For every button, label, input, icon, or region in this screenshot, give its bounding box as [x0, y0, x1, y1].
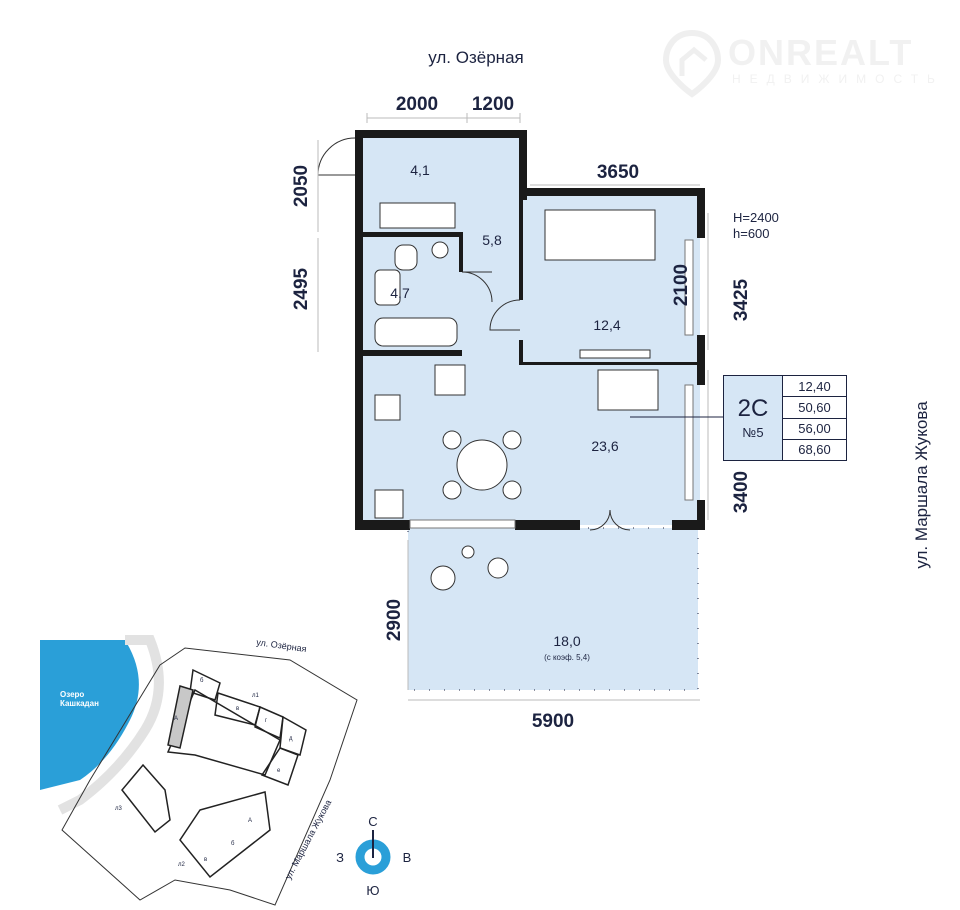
site-plan: Озеро Кашкадан ул. Озёрная ул. Маршала Ж… [40, 635, 358, 906]
washer-icon [431, 241, 449, 259]
toilet-icon [394, 244, 418, 271]
site-label: А [248, 818, 252, 824]
area-terrace: 18,0 [553, 633, 580, 649]
compass-south: Ю [366, 883, 379, 898]
area-living-total: 12,40 [783, 376, 846, 398]
bedroom-window [684, 239, 694, 336]
window-height: H=2400 [733, 210, 779, 225]
dining-table [456, 439, 508, 491]
area-corridor: 5,8 [482, 232, 502, 248]
windows [409, 239, 694, 529]
compass-east: В [403, 850, 412, 865]
bed-icon [544, 209, 656, 261]
terrace-window [409, 519, 516, 529]
fridge-icon [374, 489, 404, 519]
apartment-type: 2С [737, 394, 769, 422]
logo-brand: ONREALT [728, 32, 914, 73]
site-label: г [265, 718, 268, 724]
apartment-number: №5 [742, 424, 764, 440]
site-label: л2 [178, 862, 186, 868]
lake [40, 640, 139, 790]
dim-terrace-side: 2900 [384, 599, 405, 641]
living-window [684, 384, 694, 501]
window-sill-height: h=600 [733, 226, 770, 241]
site-label: д [289, 736, 293, 742]
area-living: 23,6 [591, 438, 618, 454]
highlighted-section [167, 685, 194, 749]
terrace-chair [430, 565, 456, 591]
walls [355, 130, 705, 530]
area-bedroom: 12,4 [593, 317, 620, 333]
room-fills [362, 138, 700, 690]
site-label: л3 [115, 806, 123, 812]
dim-bedroom-inner: 2100 [671, 264, 692, 306]
street-top: ул. Озёрная [428, 48, 523, 67]
entrance-door [317, 137, 356, 176]
bathtub-icon [374, 317, 458, 347]
logo-subtitle: НЕДВИЖИМОСТЬ [732, 72, 944, 86]
lake-name-1: Озеро [60, 690, 84, 699]
dim-terrace-bottom: 5900 [532, 711, 574, 732]
site-label: А [174, 716, 178, 722]
logo-pin-icon [662, 29, 722, 98]
area-hall: 4,1 [410, 162, 430, 178]
compass: С З В Ю [336, 814, 411, 898]
tv-stand [579, 349, 651, 359]
dim-top-left: 2000 [396, 94, 438, 115]
site-boundary [61, 647, 358, 906]
site-label: б [231, 841, 235, 847]
site-label: б [200, 678, 204, 684]
area-total: 56,00 [783, 419, 846, 440]
dim-left-lower: 2495 [291, 267, 312, 310]
site-label: в [204, 857, 207, 863]
terrace-coef: (с коэф. 5,4) [544, 653, 590, 662]
dim-right-lower: 3400 [731, 471, 752, 513]
street-right: ул. Маршала Жукова [912, 401, 931, 569]
site-street-top: ул. Озёрная [256, 637, 308, 654]
lake-name-2: Кашкадан [60, 699, 99, 708]
dim-bedroom-top: 3650 [597, 162, 639, 183]
area-total-with-terrace: 68,60 [798, 442, 831, 458]
compass-west: З [336, 850, 344, 865]
dim-right-upper: 3425 [731, 278, 752, 321]
dim-top-right: 1200 [472, 94, 514, 115]
area-net-total: 50,60 [783, 397, 846, 419]
site-street-right: ул. Маршала Жукова [283, 798, 333, 881]
furniture [374, 202, 659, 591]
stove-icon [434, 364, 466, 396]
area-bathroom: 4,7 [390, 285, 410, 301]
site-label: е [277, 768, 281, 774]
sink-icon [374, 269, 401, 306]
site-label: л1 [252, 693, 260, 699]
site-label: в [236, 706, 239, 712]
terrace-fill [408, 528, 698, 690]
apartment-info-box: 2С №5 12,40 50,60 56,00 68,60 [723, 375, 847, 461]
dim-left-upper: 2050 [291, 165, 312, 207]
compass-north: С [368, 814, 377, 829]
terrace-door [589, 509, 631, 531]
wardrobe [379, 202, 456, 229]
kitchen-sink [374, 394, 401, 421]
sofa-icon [597, 369, 659, 411]
